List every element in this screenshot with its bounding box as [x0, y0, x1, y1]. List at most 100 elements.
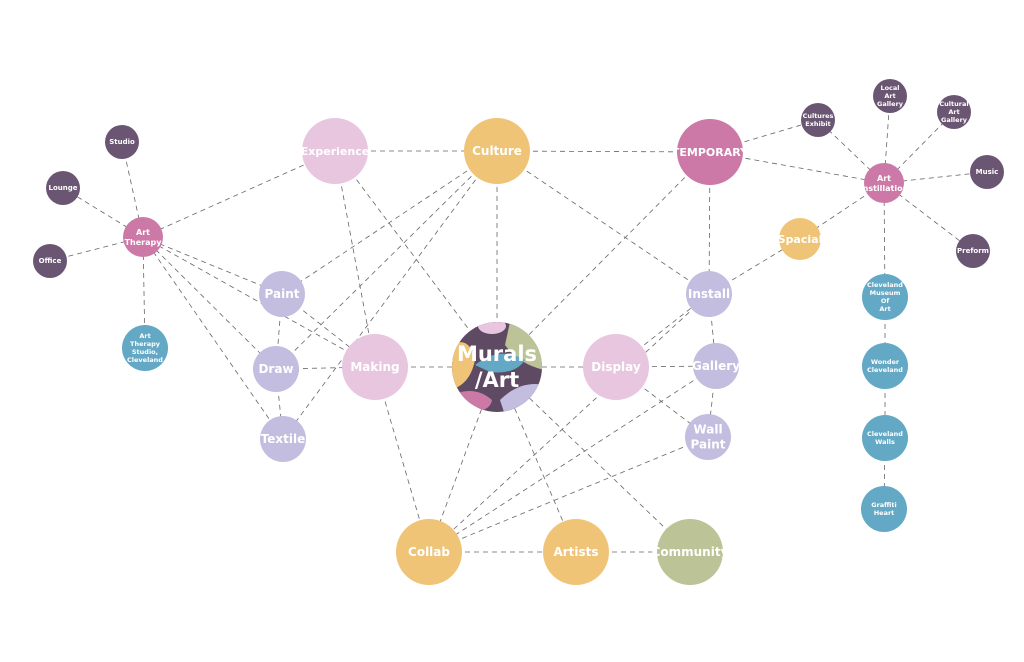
node-circle — [105, 125, 139, 159]
node-preform[interactable]: Preform — [956, 234, 990, 268]
node-office[interactable]: Office — [33, 244, 67, 278]
edge-temporary-murals — [496, 151, 711, 368]
node-label: Culture — [472, 144, 522, 158]
node-temporary[interactable]: TEMPORARY — [672, 119, 749, 185]
node-circle — [464, 118, 530, 184]
edge-experience-making — [334, 150, 376, 368]
node-circle — [122, 325, 168, 371]
node-artists[interactable]: Artists — [543, 519, 609, 585]
edge-arttherapy-lounge — [62, 187, 144, 238]
node-spacial[interactable]: Spacial — [778, 218, 823, 260]
node-circle — [302, 118, 368, 184]
edge-murals-artists — [496, 366, 577, 553]
node-circle — [801, 103, 835, 137]
node-label: Music — [976, 168, 999, 176]
node-circle — [862, 274, 908, 320]
node-label: Murals/Art — [457, 342, 537, 392]
node-label: Gallery — [692, 359, 740, 373]
node-murals[interactable]: Murals/Art — [457, 342, 537, 392]
node-label: Studio — [109, 138, 135, 146]
node-circle — [259, 271, 305, 317]
node-culture[interactable]: Culture — [464, 118, 530, 184]
edge-arttherapy-draw — [142, 236, 277, 370]
edge-arttherapy-textile — [142, 236, 284, 440]
node-label: Collab — [408, 545, 450, 559]
node-circle — [864, 163, 904, 203]
node-gallery[interactable]: Gallery — [692, 343, 740, 389]
node-draw[interactable]: Draw — [253, 346, 299, 392]
node-making[interactable]: Making — [342, 334, 408, 400]
node-studio[interactable]: Studio — [105, 125, 139, 159]
node-circle — [46, 171, 80, 205]
edge-gallery-collab — [428, 365, 717, 553]
murals-art-pattern — [452, 322, 542, 412]
node-circle — [956, 234, 990, 268]
node-label: Making — [350, 360, 399, 374]
node-circle — [543, 519, 609, 585]
node-display[interactable]: Display — [583, 334, 649, 400]
node-label: Experience — [301, 145, 369, 158]
node-circle — [970, 155, 1004, 189]
edge-culture-install — [496, 150, 710, 295]
node-circle — [779, 218, 821, 260]
node-label: Display — [591, 360, 641, 374]
edge-arttherapy-paint — [142, 236, 283, 295]
edge-arttherapy-making — [142, 236, 376, 368]
node-textile[interactable]: Textile — [260, 416, 306, 462]
node-lounge[interactable]: Lounge — [46, 171, 80, 205]
node-circle — [657, 519, 723, 585]
node-install[interactable]: Install — [686, 271, 732, 317]
node-label: Community — [652, 545, 729, 559]
node-circle — [342, 334, 408, 400]
node-label: Install — [688, 287, 730, 301]
node-paint[interactable]: Paint — [259, 271, 305, 317]
node-circle — [33, 244, 67, 278]
node-experience[interactable]: Experience — [301, 118, 369, 184]
node-circle — [686, 271, 732, 317]
edge-temporary-install — [708, 151, 711, 295]
node-circle — [677, 119, 743, 185]
node-music[interactable]: Music — [970, 155, 1004, 189]
node-label: Draw — [258, 362, 293, 376]
node-label: TEMPORARY — [672, 146, 749, 159]
node-collab[interactable]: Collab — [396, 519, 462, 585]
node-circle — [873, 79, 907, 113]
edge-arttherapy-experience — [142, 150, 336, 238]
node-circle — [862, 415, 908, 461]
edge-arttherapy-office — [49, 236, 144, 262]
node-label: Office — [39, 257, 62, 265]
edge-culture-paint — [281, 150, 498, 295]
node-community[interactable]: Community — [652, 519, 729, 585]
node-circle — [253, 346, 299, 392]
node-circle — [937, 95, 971, 129]
node-circle — [693, 343, 739, 389]
node-label: Preform — [957, 247, 989, 255]
node-circle — [862, 343, 908, 389]
node-circle — [861, 486, 907, 532]
node-circle — [583, 334, 649, 400]
node-circle — [396, 519, 462, 585]
node-circle — [685, 414, 731, 460]
node-label: Textile — [261, 432, 306, 446]
